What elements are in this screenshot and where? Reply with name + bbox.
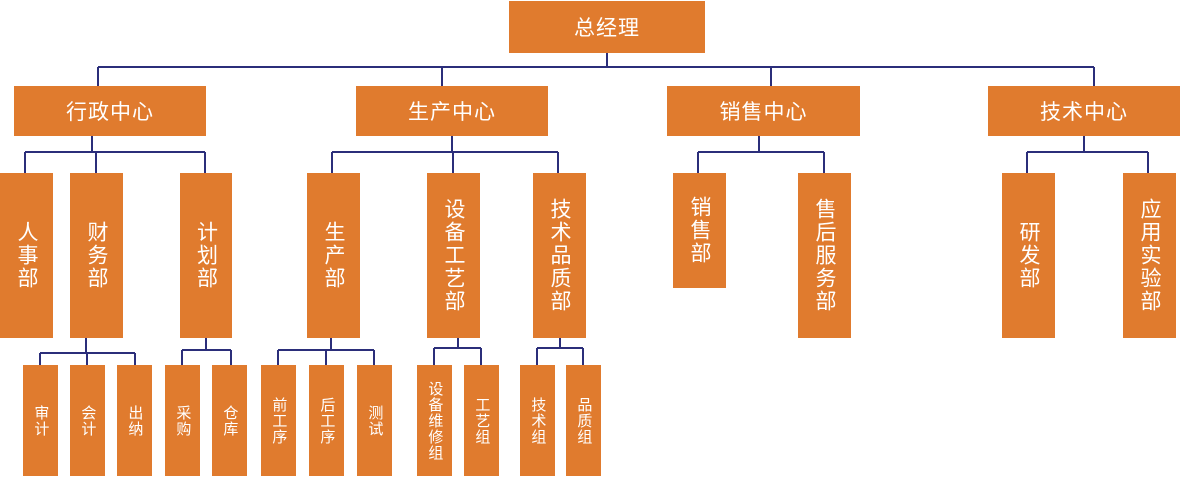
- node-sales-center: 销售中心: [667, 86, 860, 136]
- node-planning-dept: 计划部: [180, 173, 232, 338]
- node-production-center: 生产中心: [356, 86, 548, 136]
- node-rnd-dept: 研发部: [1002, 173, 1055, 338]
- node-equipment-maintenance-group: 设备维修组: [417, 365, 452, 476]
- node-sales-dept: 销售部: [673, 173, 726, 288]
- node-equipment-process-dept: 设备工艺部: [427, 173, 480, 338]
- node-production-dept: 生产部: [307, 173, 360, 338]
- node-audit-group: 审计: [23, 365, 58, 476]
- node-general-manager: 总经理: [509, 1, 705, 53]
- node-finance-dept: 财务部: [70, 173, 123, 338]
- node-quality-group: 品质组: [566, 365, 601, 476]
- node-front-process-group: 前工序: [261, 365, 296, 476]
- node-back-process-group: 后工序: [309, 365, 344, 476]
- node-cashier-group: 出纳: [117, 365, 152, 476]
- node-after-sales-dept: 售后服务部: [798, 173, 851, 338]
- node-hr-dept: 人事部: [0, 173, 53, 338]
- node-application-lab-dept: 应用实验部: [1123, 173, 1176, 338]
- node-tech-quality-dept: 技术品质部: [533, 173, 586, 338]
- node-warehouse-group: 仓库: [212, 365, 247, 476]
- node-technology-group: 技术组: [520, 365, 555, 476]
- node-accounting-group: 会计: [70, 365, 105, 476]
- node-tech-center: 技术中心: [988, 86, 1180, 136]
- node-admin-center: 行政中心: [14, 86, 206, 136]
- node-testing-group: 测试: [357, 365, 392, 476]
- node-purchasing-group: 采购: [165, 365, 200, 476]
- node-process-group: 工艺组: [464, 365, 499, 476]
